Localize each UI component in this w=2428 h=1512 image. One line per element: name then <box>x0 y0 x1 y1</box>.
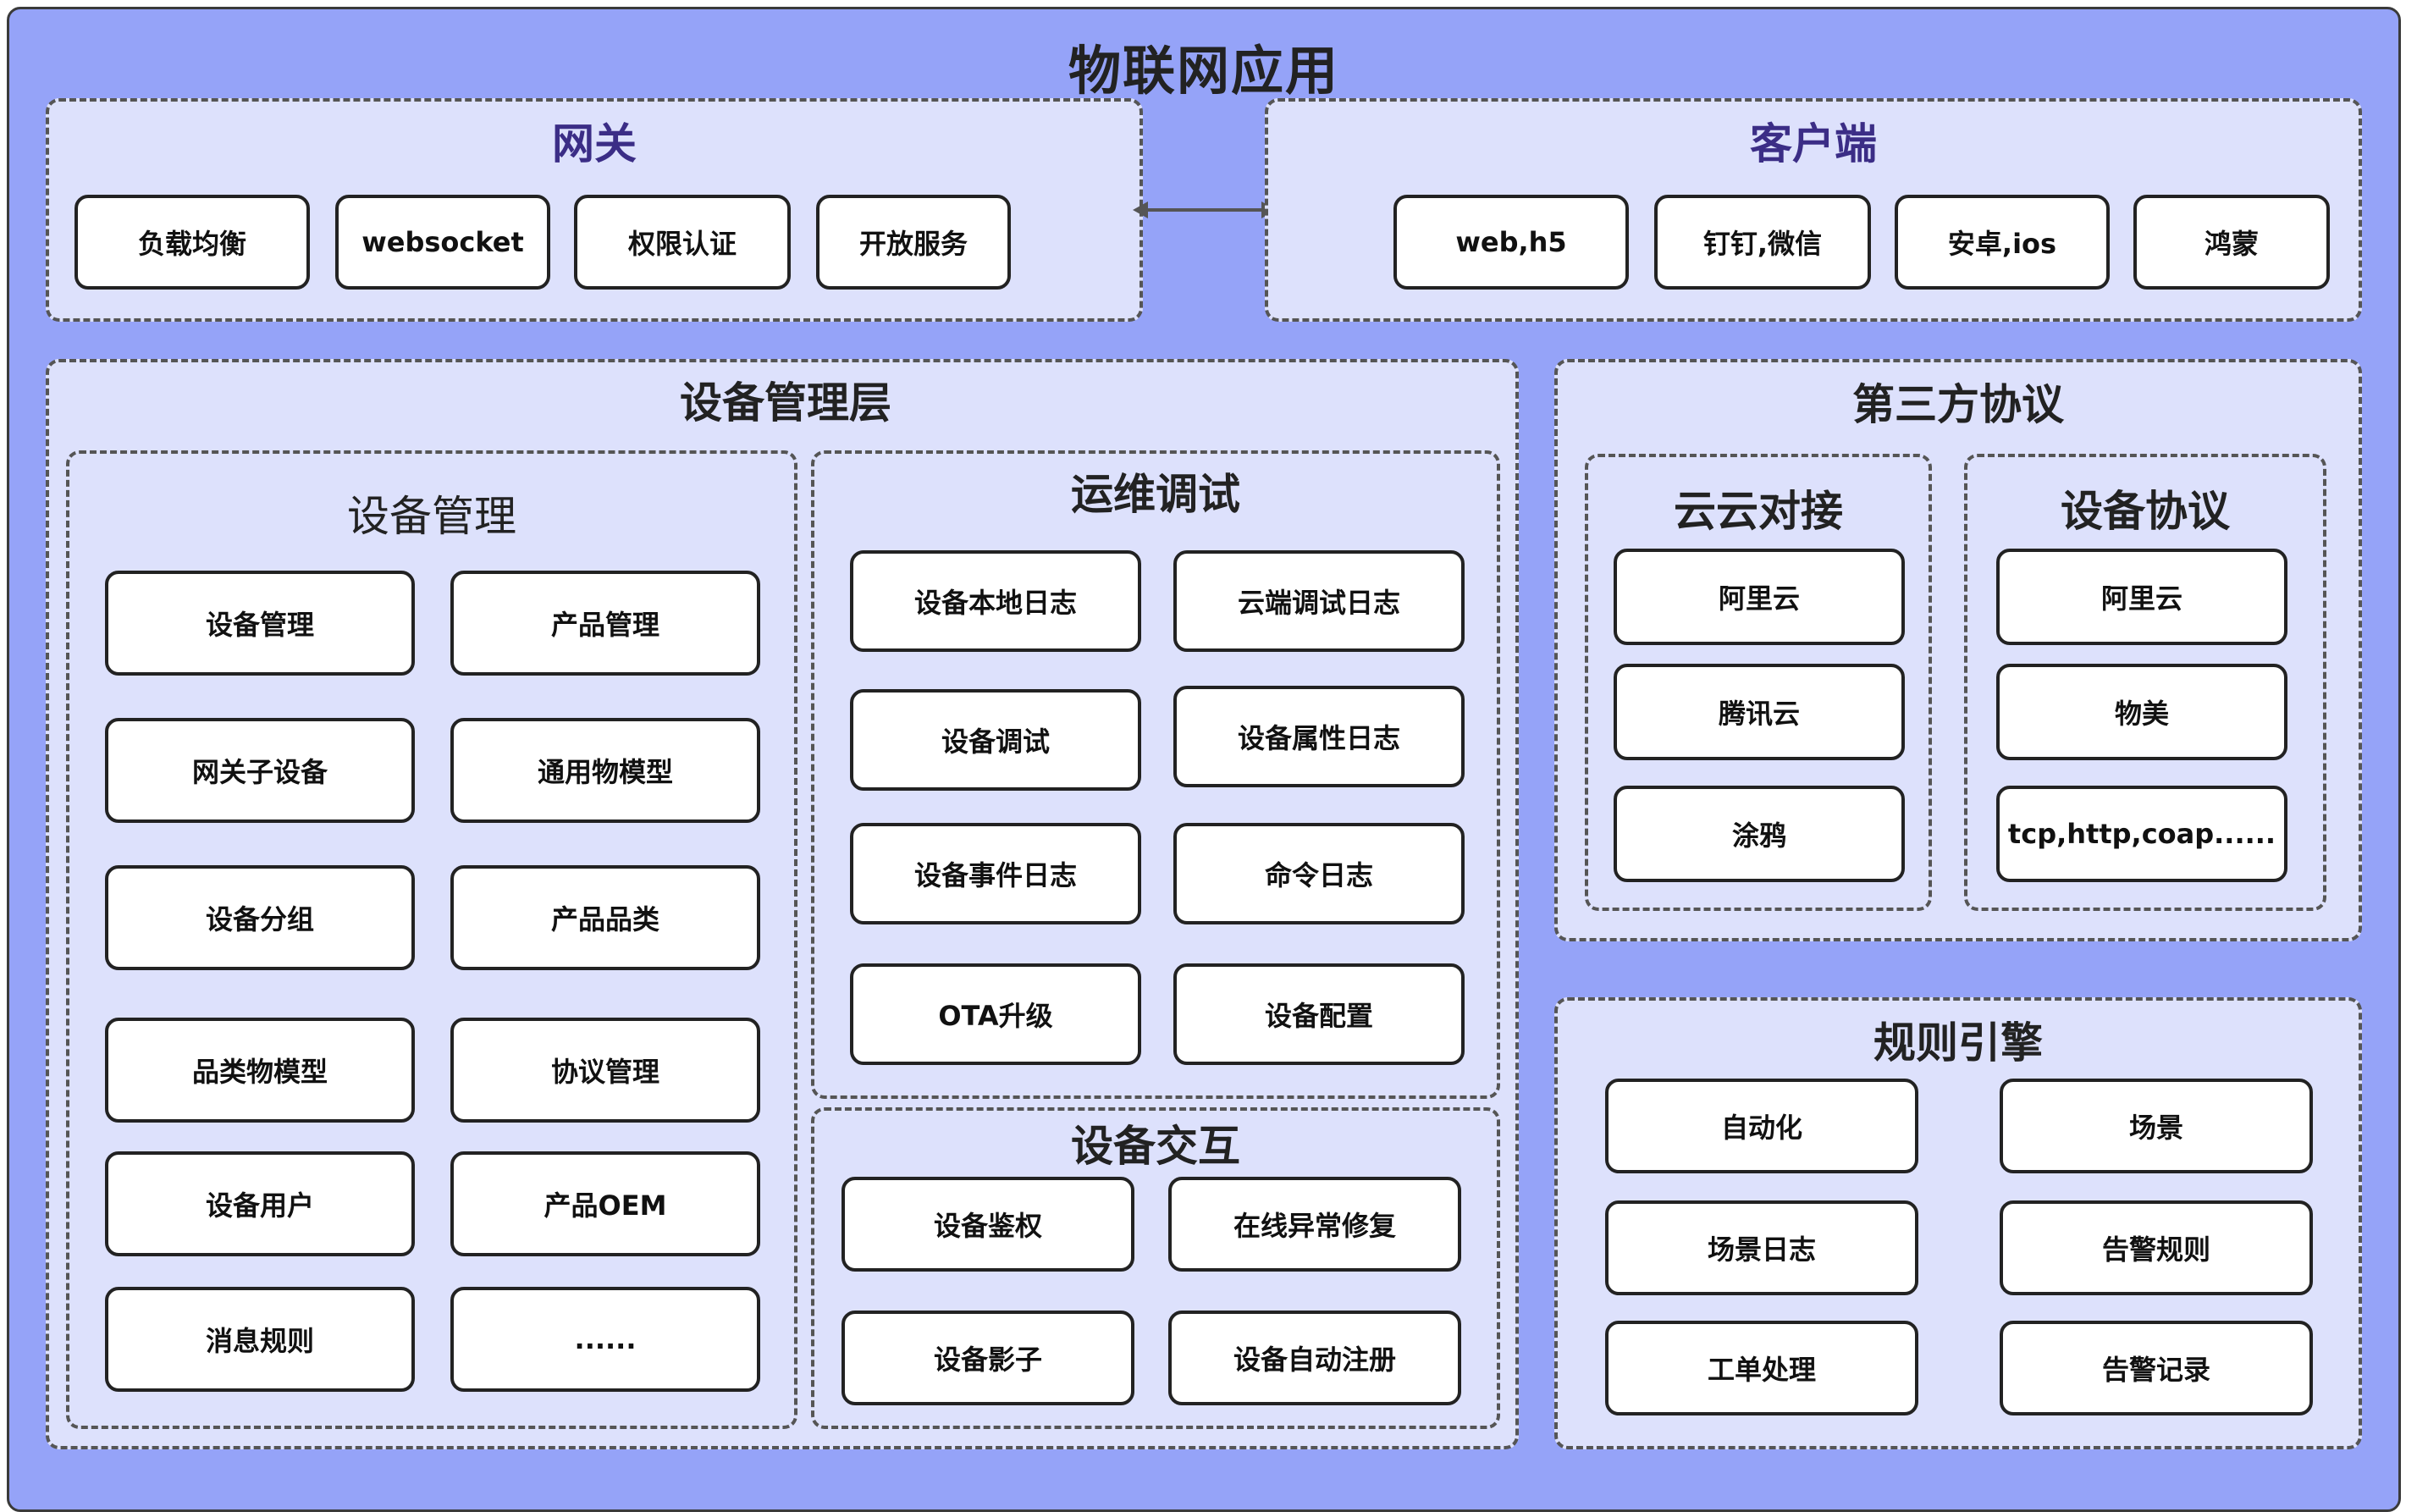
gateway-title: 网关 <box>552 119 637 168</box>
device-interaction-panel: 设备交互 设备鉴权 在线异常修复 设备影子 设备自动注册 <box>811 1107 1500 1429</box>
client-panel: 客户端 web,h5 钉钉,微信 安卓,ios 鸿蒙 <box>1265 98 2362 322</box>
ops-debug-panel: 运维调试 设备本地日志 云端调试日志 设备调试 设备属性日志 设备事件日志 命令… <box>811 450 1500 1099</box>
rules-item: 工单处理 <box>1605 1321 1918 1415</box>
device-mgmt-layer-title: 设备管理层 <box>680 378 891 428</box>
gateway-panel: 网关 负载均衡 websocket 权限认证 开放服务 <box>46 98 1143 322</box>
protocol-item: tcp,http,coap...... <box>1996 786 2287 882</box>
ops-debug-item: 设备属性日志 <box>1173 686 1465 787</box>
device-mgmt-item: 协议管理 <box>450 1018 760 1123</box>
rules-item: 场景日志 <box>1605 1200 1918 1295</box>
device-mgmt-item: 网关子设备 <box>105 718 415 823</box>
device-interaction-item: 设备影子 <box>842 1311 1134 1405</box>
device-mgmt-item: 设备分组 <box>105 865 415 970</box>
gateway-item: 负载均衡 <box>74 195 310 290</box>
rules-engine-title: 规则引擎 <box>1873 1018 2043 1068</box>
gateway-item: 权限认证 <box>574 195 791 290</box>
ops-debug-item: 设备事件日志 <box>850 823 1141 924</box>
device-mgmt-item: 通用物模型 <box>450 718 760 823</box>
ops-debug-item: 设备本地日志 <box>850 550 1141 652</box>
device-mgmt-item: 产品品类 <box>450 865 760 970</box>
device-mgmt-item: ...... <box>450 1287 760 1392</box>
device-protocol-title: 设备协议 <box>2061 487 2230 536</box>
client-item: 鸿蒙 <box>2133 195 2330 290</box>
device-mgmt-item: 产品管理 <box>450 571 760 676</box>
cloud-integration-panel: 云云对接 阿里云 腾讯云 涂鸦 <box>1585 454 1932 911</box>
device-interaction-item: 设备自动注册 <box>1168 1311 1461 1405</box>
ops-debug-item: 云端调试日志 <box>1173 550 1465 652</box>
client-item: 钉钉,微信 <box>1654 195 1871 290</box>
rules-item: 自动化 <box>1605 1079 1918 1173</box>
rules-item: 告警记录 <box>2000 1321 2313 1415</box>
ops-debug-item: 设备配置 <box>1173 963 1465 1065</box>
cloud-item: 腾讯云 <box>1614 664 1905 760</box>
gateway-item: 开放服务 <box>816 195 1011 290</box>
client-title: 客户端 <box>1750 119 1877 168</box>
third-party-title: 第三方协议 <box>1852 380 2064 429</box>
rules-item: 告警规则 <box>2000 1200 2313 1295</box>
diagram-title: 物联网应用 <box>1068 40 1339 102</box>
cloud-item: 阿里云 <box>1614 549 1905 645</box>
device-management-panel: 设备管理 设备管理 产品管理 网关子设备 通用物模型 设备分组 产品品类 品类物… <box>66 450 797 1429</box>
device-mgmt-item: 品类物模型 <box>105 1018 415 1123</box>
ops-debug-item: 设备调试 <box>850 689 1141 791</box>
gateway-item: websocket <box>335 195 550 290</box>
device-interaction-item: 在线异常修复 <box>1168 1177 1461 1272</box>
cloud-integration-title: 云云对接 <box>1674 487 1843 536</box>
device-protocol-panel: 设备协议 阿里云 物美 tcp,http,coap...... <box>1964 454 2326 911</box>
cloud-item: 涂鸦 <box>1614 786 1905 882</box>
rules-engine-panel: 规则引擎 自动化 场景 场景日志 告警规则 工单处理 告警记录 <box>1554 997 2362 1449</box>
rules-item: 场景 <box>2000 1079 2313 1173</box>
protocol-item: 阿里云 <box>1996 549 2287 645</box>
device-mgmt-item: 消息规则 <box>105 1287 415 1392</box>
ops-debug-item: OTA升级 <box>850 963 1141 1065</box>
device-mgmt-item: 产品OEM <box>450 1151 760 1256</box>
ops-debug-item: 命令日志 <box>1173 823 1465 924</box>
device-management-title: 设备管理 <box>347 492 516 541</box>
client-item: 安卓,ios <box>1895 195 2110 290</box>
protocol-item: 物美 <box>1996 664 2287 760</box>
device-mgmt-item: 设备管理 <box>105 571 415 676</box>
ops-debug-title: 运维调试 <box>1071 470 1240 519</box>
client-item: web,h5 <box>1393 195 1629 290</box>
bidirectional-arrow-icon <box>1133 201 1277 218</box>
device-interaction-item: 设备鉴权 <box>842 1177 1134 1272</box>
device-mgmt-item: 设备用户 <box>105 1151 415 1256</box>
device-interaction-title: 设备交互 <box>1071 1122 1240 1171</box>
